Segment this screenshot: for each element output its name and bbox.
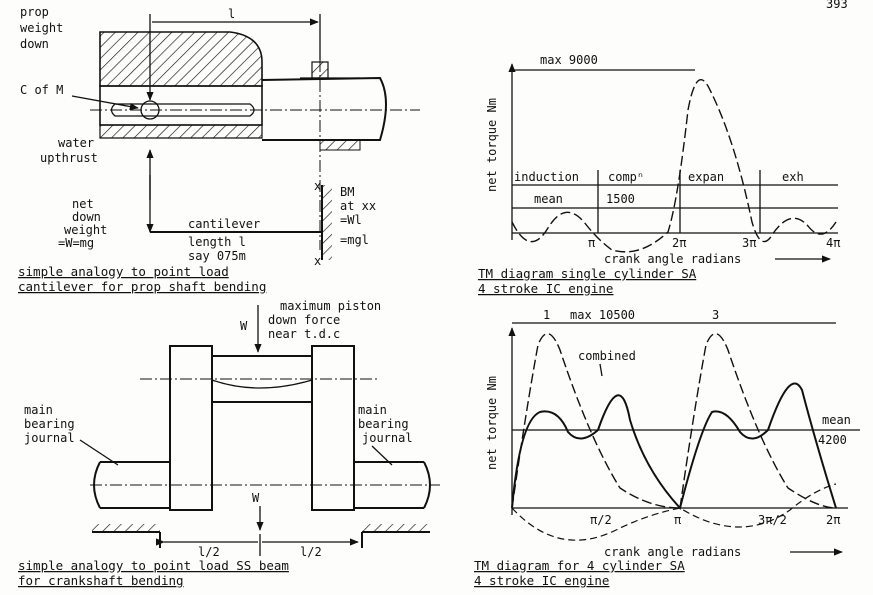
cantilever-label: cantilever xyxy=(188,217,260,231)
crank-pin xyxy=(212,355,312,403)
four-tick-pi-2: π/2 xyxy=(590,513,612,527)
crankshaft-caption-1: simple analogy to point load SS beam xyxy=(18,558,289,573)
support-left-hatch xyxy=(92,524,160,532)
force-label-1: maximum piston xyxy=(280,299,381,313)
force-label-2: down force xyxy=(268,313,340,327)
cantilever-diagram: prop weight down l C of M water upthrust xyxy=(18,5,420,294)
centre-of-mass-circle xyxy=(140,100,160,120)
crankshaft-caption-2: for crankshaft bending xyxy=(18,573,184,588)
length-label: length l xyxy=(188,235,246,249)
single-phase-induction: induction xyxy=(514,170,579,184)
force-label-3: near t.d.c xyxy=(268,327,340,341)
four-peak-3: 3 xyxy=(712,308,719,322)
single-phase-comp: compⁿ xyxy=(608,170,644,184)
single-mean-value: 1500 xyxy=(606,192,635,206)
water-upthrust-label-1: water xyxy=(58,136,94,150)
single-tick-pi: π xyxy=(588,236,595,250)
w-bottom-label: W xyxy=(252,491,260,505)
single-x-axis-label: crank angle radians xyxy=(604,252,741,266)
single-torque-curve xyxy=(511,78,837,253)
c-of-m-leader xyxy=(71,95,139,111)
crank-web-right xyxy=(311,345,355,511)
section-mark-bottom: x xyxy=(314,254,321,268)
four-y-axis-label: net torque Nm xyxy=(485,376,499,470)
single-phase-expan: expan xyxy=(688,170,724,184)
four-cyl-1-curve xyxy=(511,333,681,509)
single-caption-1: TM diagram single cylinder SA xyxy=(478,266,697,281)
main-bearing-left-3: journal xyxy=(24,431,75,445)
four-combined-label: combined xyxy=(578,349,636,363)
four-max-label: max 10500 xyxy=(570,308,635,322)
prop-weight-label-2: weight xyxy=(20,21,63,35)
prop-shaft xyxy=(261,76,387,141)
prop-weight-label-1: prop xyxy=(20,5,49,19)
single-tick-2pi: 2π xyxy=(672,236,686,250)
main-bearing-left-1: main xyxy=(24,403,53,417)
length-symbol: l xyxy=(228,7,235,21)
single-max-label: max 9000 xyxy=(540,53,598,67)
crankshaft-diagram: maximum piston down force near t.d.c W m… xyxy=(18,299,440,588)
four-x-axis-label: crank angle radians xyxy=(604,545,741,559)
net-down-label-4: =W=mg xyxy=(58,236,94,250)
four-cyl-3-curve xyxy=(679,333,837,509)
main-bearing-right-leader xyxy=(371,445,393,466)
four-mean-value: 4200 xyxy=(818,433,847,447)
four-tick-2pi: 2π xyxy=(826,513,840,527)
water-upthrust-label-2: upthrust xyxy=(40,151,98,165)
propeller-boss xyxy=(99,31,263,87)
four-peak-1: 1 xyxy=(543,308,550,322)
single-caption-2: 4 stroke IC engine xyxy=(478,281,613,296)
crank-web-left xyxy=(169,345,213,511)
section-mark-top: x xyxy=(314,179,321,193)
w-top-label: W xyxy=(240,319,248,333)
four-tick-pi: π xyxy=(674,513,681,527)
four-caption-1: TM diagram for 4 cylinder SA xyxy=(474,558,685,573)
bm-label-3: =Wl xyxy=(340,213,362,227)
say-length-label: say 075m xyxy=(188,249,246,263)
four-tick-3pi-2: 3π/2 xyxy=(758,513,787,527)
four-combined-curve xyxy=(511,382,837,511)
propeller-boss-lower xyxy=(99,124,263,139)
single-tick-4pi: 4π xyxy=(826,236,840,250)
net-down-label-3: weight xyxy=(64,223,107,237)
bm-label-4: =mgl xyxy=(340,233,369,247)
keyway xyxy=(110,103,255,117)
crank-pin-fillet xyxy=(211,379,313,389)
half-span-right: l/2 xyxy=(300,545,322,559)
four-mean-label: mean xyxy=(822,413,851,427)
bm-label-1: BM xyxy=(340,185,354,199)
half-span-left: l/2 xyxy=(198,545,220,559)
support-right-hatch xyxy=(362,524,430,532)
main-bearing-right-1: main xyxy=(358,403,387,417)
page-corner-number: 393 xyxy=(826,0,848,11)
four-combined-leader xyxy=(599,363,603,377)
net-down-label-2: down xyxy=(72,210,101,224)
main-bearing-left-leader xyxy=(79,439,119,466)
c-of-m-label: C of M xyxy=(20,83,63,97)
single-phase-exh: exh xyxy=(782,170,804,184)
wall-hatch xyxy=(322,185,332,260)
cantilever-caption-1: simple analogy to point load xyxy=(18,264,229,279)
single-tick-3pi: 3π xyxy=(742,236,756,250)
stern-bearing-bottom xyxy=(319,139,361,151)
four-cyl-2-curve xyxy=(511,483,837,541)
main-bearing-left-2: bearing xyxy=(24,417,75,431)
prop-weight-label-3: down xyxy=(20,37,49,51)
cantilever-caption-2: cantilever for prop shaft bending xyxy=(18,279,266,294)
main-bearing-right-3: journal xyxy=(362,431,413,445)
main-bearing-right-2: bearing xyxy=(358,417,409,431)
four-caption-2: 4 stroke IC engine xyxy=(474,573,609,588)
bm-label-2: at xx xyxy=(340,199,376,213)
single-y-axis-label: net torque Nm xyxy=(485,98,499,192)
single-mean-label: mean xyxy=(534,192,563,206)
net-down-label-1: net xyxy=(72,197,94,211)
tm-four-diagram: net torque Nm 1 max 10500 3 mean 4200 co… xyxy=(474,308,860,588)
tm-single-diagram: net torque Nm max 9000 induction compⁿ e… xyxy=(478,53,840,296)
